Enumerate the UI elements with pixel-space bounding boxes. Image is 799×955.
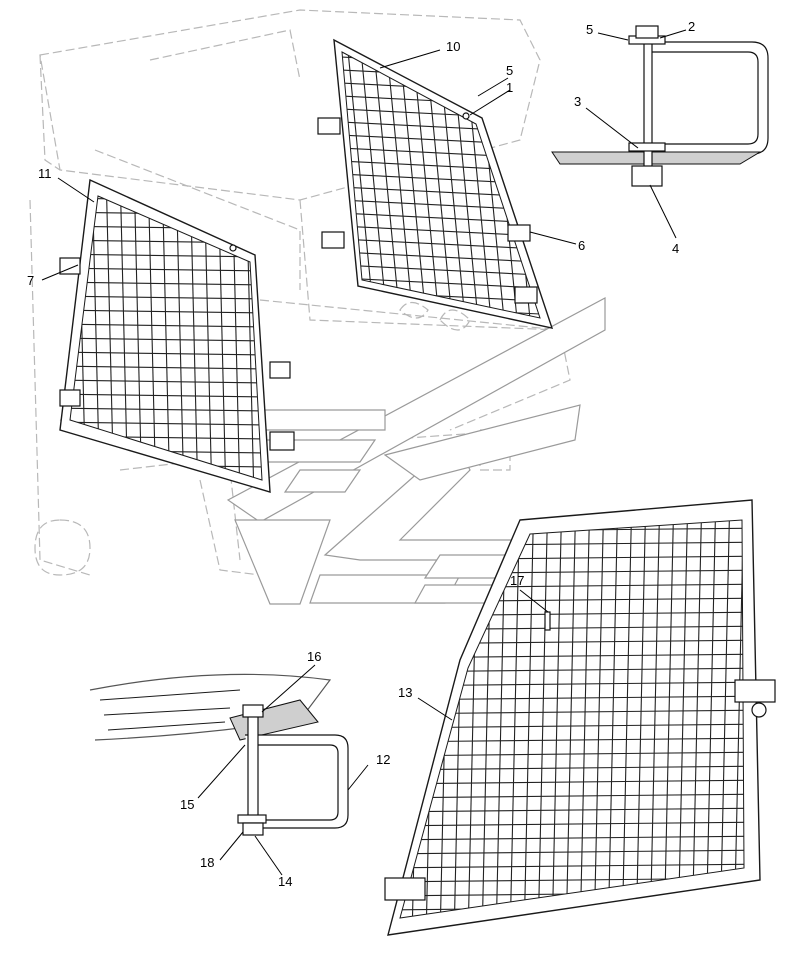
mount-bracket xyxy=(269,431,295,451)
callout-5: 5 xyxy=(586,22,593,37)
callout-16: 16 xyxy=(307,649,321,664)
pin xyxy=(751,702,767,718)
washer xyxy=(237,814,267,824)
callout-2: 2 xyxy=(688,19,695,34)
ubolt-detail xyxy=(551,25,769,187)
mount-bracket xyxy=(317,117,341,135)
nut xyxy=(242,822,264,836)
callout-1: 1 xyxy=(506,80,513,95)
machine-cab-outline xyxy=(29,9,571,576)
callout-4: 4 xyxy=(672,241,679,256)
callout-3: 3 xyxy=(574,94,581,109)
callout-12: 12 xyxy=(376,752,390,767)
washer xyxy=(628,142,666,152)
mount-bracket xyxy=(514,286,538,304)
callout-11: 11 xyxy=(38,166,52,181)
screen-rear-top xyxy=(317,38,554,329)
nut xyxy=(631,165,663,187)
callout-6: 6 xyxy=(578,238,585,253)
leader-lines xyxy=(41,29,687,876)
callout-17: 17 xyxy=(510,573,524,588)
callout-5: 5 xyxy=(506,63,513,78)
mount-bracket xyxy=(507,224,531,242)
callout-7: 7 xyxy=(27,273,34,288)
callout-13: 13 xyxy=(398,685,412,700)
screen-side-left xyxy=(59,178,295,493)
latch-detail xyxy=(89,673,349,836)
callout-labels: 10 5 1 5 2 3 4 6 11 7 17 13 16 12 15 18 … xyxy=(27,19,695,889)
mount-bracket xyxy=(321,231,345,249)
bolt xyxy=(229,244,237,252)
mount-bracket xyxy=(384,877,426,901)
mount-bracket xyxy=(59,389,81,407)
callout-14: 14 xyxy=(278,874,292,889)
callout-10: 10 xyxy=(446,39,460,54)
callout-15: 15 xyxy=(180,797,194,812)
callout-18: 18 xyxy=(200,855,214,870)
stud xyxy=(544,611,551,631)
bolt xyxy=(462,112,470,120)
nut xyxy=(242,704,264,718)
mount-bracket xyxy=(734,679,776,703)
nut xyxy=(635,25,659,39)
mount-bracket xyxy=(269,361,291,379)
